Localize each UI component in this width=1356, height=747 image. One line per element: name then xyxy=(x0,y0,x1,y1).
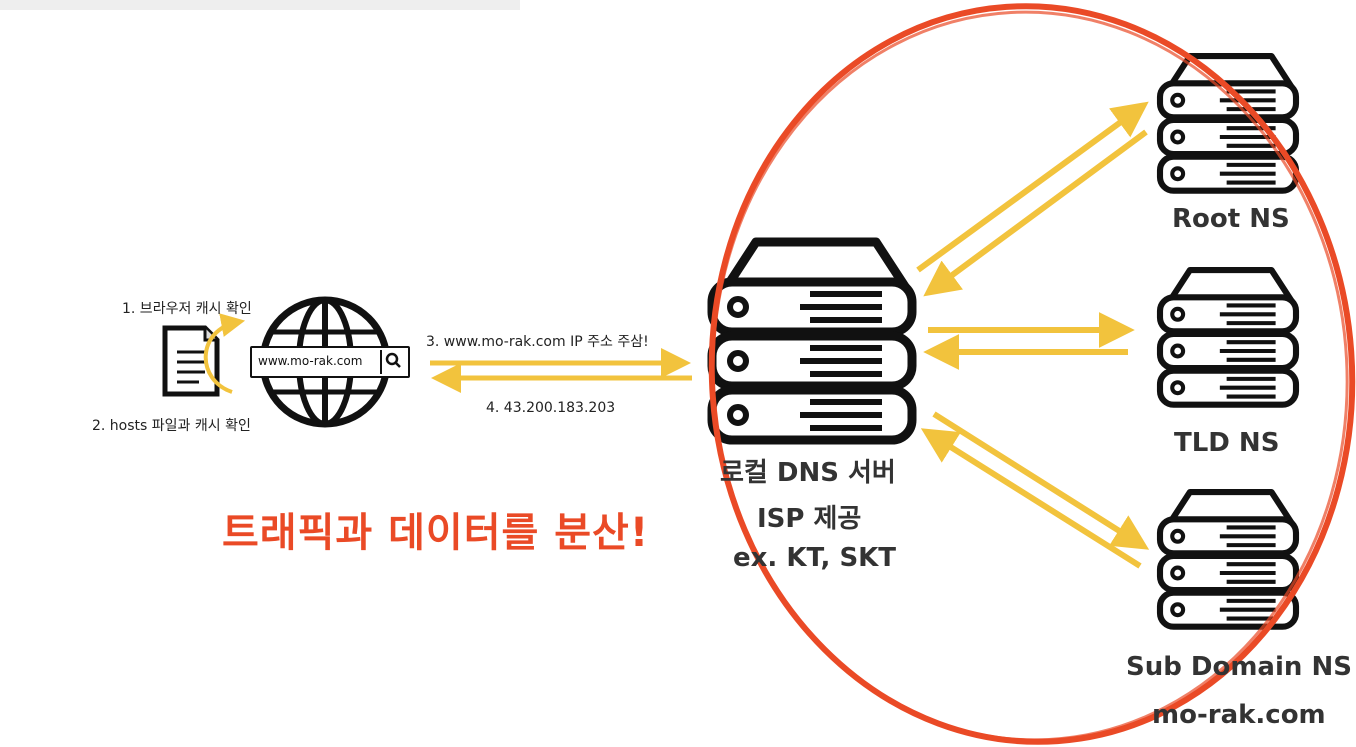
cache-loop-arrow xyxy=(203,313,246,394)
root-response-arrow xyxy=(923,129,1148,297)
step3-label: 3. www.mo-rak.com IP 주소 주삼! xyxy=(426,334,649,350)
subdomain-query-arrow xyxy=(932,411,1150,550)
step2-label: 2. hosts 파일과 캐시 확인 xyxy=(92,418,251,434)
subdomain-domain-label: mo-rak.com xyxy=(1152,700,1326,730)
subdomain-response-arrow xyxy=(920,428,1142,569)
root-ns-label: Root NS xyxy=(1172,204,1290,234)
root-ns-server-icon xyxy=(1160,53,1296,191)
tld-ns-server-icon xyxy=(1160,267,1296,405)
faded-header-bar xyxy=(0,0,520,10)
tld-ns-label: TLD NS xyxy=(1174,428,1280,458)
search-icon xyxy=(385,352,401,368)
search-box xyxy=(380,350,406,374)
headline: 트래픽과 데이터를 분산! xyxy=(222,510,650,556)
step1-label: 1. 브라우저 캐시 확인 xyxy=(122,301,252,317)
local-dns-server-icon xyxy=(712,237,912,440)
root-query-arrow xyxy=(916,101,1149,273)
local-dns-title: 로컬 DNS 서버 xyxy=(720,458,896,488)
highlight-circle-stroke-2 xyxy=(711,10,1349,742)
step4-label: 4. 43.200.183.203 xyxy=(486,400,616,416)
subdomain-ns-server-icon xyxy=(1160,489,1296,627)
local-dns-isp: ISP 제공 xyxy=(757,504,862,534)
local-dns-examples: ex. KT, SKT xyxy=(733,543,897,573)
subdomain-ns-label: Sub Domain NS xyxy=(1126,652,1352,682)
url-text: www.mo-rak.com xyxy=(258,354,363,368)
document-icon xyxy=(162,325,220,397)
url-bar: www.mo-rak.com xyxy=(250,346,410,378)
